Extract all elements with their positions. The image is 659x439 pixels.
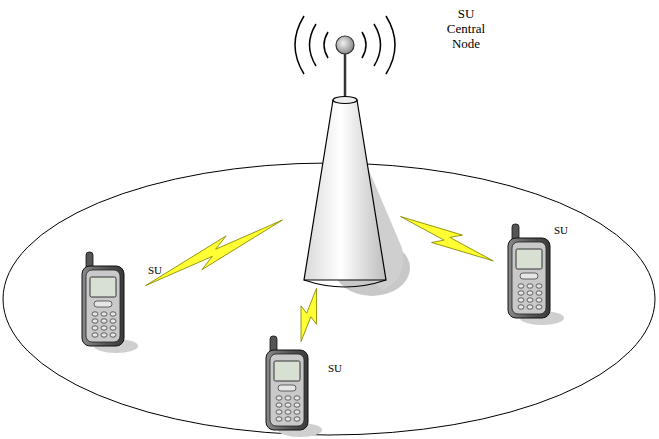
phone-icon bbox=[498, 222, 568, 327]
key bbox=[294, 417, 300, 421]
key bbox=[276, 403, 282, 407]
key bbox=[92, 312, 98, 316]
key bbox=[110, 319, 116, 323]
phone-screen bbox=[274, 361, 300, 381]
key bbox=[285, 417, 291, 421]
key bbox=[101, 319, 107, 323]
key bbox=[294, 403, 300, 407]
key bbox=[527, 284, 533, 288]
secondary-user: SU bbox=[498, 222, 568, 327]
wireless-link bbox=[396, 208, 497, 270]
wireless-link bbox=[141, 211, 286, 295]
phone-face bbox=[512, 242, 546, 314]
tower-base bbox=[304, 280, 386, 287]
key bbox=[92, 319, 98, 323]
key bbox=[110, 333, 116, 337]
key bbox=[285, 410, 291, 414]
lightning-bolt bbox=[141, 211, 286, 295]
key bbox=[110, 326, 116, 330]
lightning-bolt bbox=[291, 286, 326, 345]
wireless-link bbox=[291, 286, 326, 345]
phone-body bbox=[82, 266, 124, 346]
key bbox=[285, 403, 291, 407]
phone-screen bbox=[90, 277, 116, 297]
key bbox=[518, 291, 524, 295]
key bbox=[285, 396, 291, 400]
user-label: SU bbox=[148, 264, 162, 277]
phone-button bbox=[520, 273, 538, 279]
central-node: SU Central Node bbox=[290, 18, 410, 303]
phone-body bbox=[266, 350, 308, 430]
key bbox=[101, 333, 107, 337]
antenna-pole bbox=[344, 52, 347, 100]
key bbox=[527, 305, 533, 309]
key bbox=[101, 326, 107, 330]
antenna-ball bbox=[336, 36, 354, 54]
phone-body bbox=[508, 238, 550, 318]
lightning-bolt bbox=[396, 208, 497, 270]
phone-face bbox=[86, 270, 120, 342]
phone-face bbox=[270, 354, 304, 426]
radio-wave bbox=[295, 16, 328, 74]
key bbox=[101, 312, 107, 316]
user-label: SU bbox=[554, 224, 568, 237]
tower-body bbox=[304, 100, 386, 280]
key bbox=[92, 326, 98, 330]
key bbox=[294, 396, 300, 400]
key bbox=[92, 333, 98, 337]
phone-button bbox=[278, 385, 296, 391]
key bbox=[294, 410, 300, 414]
phone-screen bbox=[516, 249, 542, 269]
phone-icon bbox=[72, 250, 142, 355]
key bbox=[536, 284, 542, 288]
key bbox=[536, 291, 542, 295]
phone-icon bbox=[256, 334, 326, 439]
key bbox=[536, 305, 542, 309]
tower-top bbox=[333, 97, 357, 104]
key bbox=[518, 298, 524, 302]
key bbox=[518, 305, 524, 309]
key bbox=[527, 298, 533, 302]
key bbox=[276, 417, 282, 421]
key bbox=[276, 396, 282, 400]
key bbox=[536, 298, 542, 302]
secondary-user: SU bbox=[256, 334, 336, 439]
key bbox=[527, 291, 533, 295]
phone-button bbox=[94, 301, 112, 307]
key bbox=[110, 312, 116, 316]
key bbox=[518, 284, 524, 288]
secondary-user: SU bbox=[72, 250, 152, 360]
tower-icon bbox=[290, 18, 410, 303]
key bbox=[276, 410, 282, 414]
node-label: SU Central Node bbox=[440, 6, 492, 51]
user-label: SU bbox=[328, 362, 342, 375]
radio-wave bbox=[362, 16, 395, 74]
